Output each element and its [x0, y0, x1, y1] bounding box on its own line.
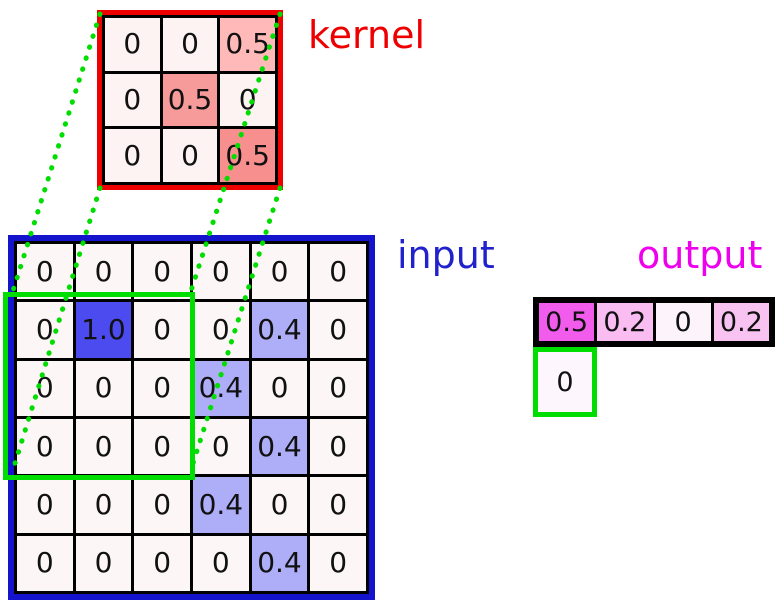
- input-cell: 0: [310, 244, 366, 300]
- input-cell: 0: [134, 477, 190, 533]
- input-label: input: [397, 233, 495, 277]
- input-cell: 0: [310, 302, 366, 358]
- kernel-cell: 0: [105, 18, 160, 71]
- output-cell: 0.2: [597, 303, 653, 341]
- output-current-cell: 0: [533, 347, 597, 417]
- input-cell: 0: [193, 535, 249, 591]
- input-cell: 0: [251, 244, 308, 300]
- kernel-cell: 0: [162, 129, 218, 182]
- input-cell: 0: [134, 418, 190, 475]
- kernel-label: kernel: [308, 13, 426, 57]
- input-cell: 0: [193, 418, 249, 475]
- input-cell: 0: [17, 477, 73, 533]
- input-cell: 0: [251, 360, 308, 416]
- input-cell: 0: [310, 360, 366, 416]
- input-cell: 0.4: [251, 418, 308, 475]
- output-current-value: 0: [556, 366, 574, 398]
- input-cell: 0.4: [193, 477, 249, 533]
- input-cell: 1.0: [75, 302, 132, 358]
- output-label: output: [637, 233, 763, 277]
- input-cell: 0: [75, 244, 132, 300]
- input-cell: 0: [17, 418, 73, 475]
- kernel-cell: 0.5: [220, 18, 275, 71]
- kernel-cell: 0: [162, 18, 218, 71]
- input-cell: 0: [75, 535, 132, 591]
- output-cell: 0: [655, 303, 711, 341]
- kernel-cell: 0: [105, 129, 160, 182]
- input-cell: 0: [251, 477, 308, 533]
- input-cell: 0: [310, 418, 366, 475]
- input-cell: 0.4: [193, 360, 249, 416]
- input-cell: 0: [75, 477, 132, 533]
- input-cell: 0: [75, 418, 132, 475]
- output-cell: 0.5: [539, 303, 595, 341]
- input-cell: 0: [134, 535, 190, 591]
- kernel-cell: 0.5: [220, 129, 275, 182]
- kernel-cell: 0: [220, 73, 275, 127]
- input-cell: 0: [17, 360, 73, 416]
- input-cell: 0.4: [251, 302, 308, 358]
- output-cell: 0.2: [713, 303, 769, 341]
- input-cell: 0: [193, 302, 249, 358]
- input-cell: 0: [310, 535, 366, 591]
- input-cell: 0: [193, 244, 249, 300]
- input-cell: 0: [17, 302, 73, 358]
- input-cell: 0.4: [251, 535, 308, 591]
- input-cell: 0: [17, 244, 73, 300]
- kernel-cell: 0: [105, 73, 160, 127]
- input-cell: 0: [134, 302, 190, 358]
- input-cell: 0: [134, 360, 190, 416]
- kernel-cell: 0.5: [162, 73, 218, 127]
- input-cell: 0: [75, 360, 132, 416]
- input-cell: 0: [310, 477, 366, 533]
- input-cell: 0: [134, 244, 190, 300]
- input-cell: 0: [17, 535, 73, 591]
